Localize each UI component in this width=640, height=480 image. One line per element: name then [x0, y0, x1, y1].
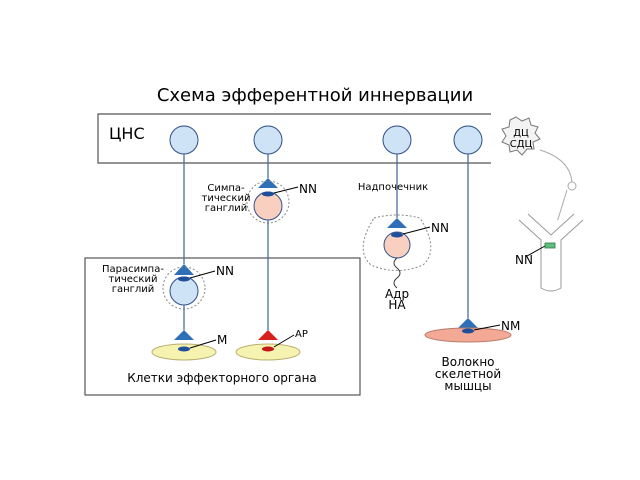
muscle-label-line3: мышцы — [444, 379, 491, 393]
receptor-label-nn-parasympathetic: NN — [216, 264, 234, 278]
receptor-label-nm: NM — [501, 319, 520, 333]
receptor-label-nn-adrenal: NN — [431, 221, 449, 235]
terminal-triangle — [174, 264, 194, 275]
terminal-triangle-adrenergic — [258, 330, 278, 340]
parasympathetic-pathway: NN Парасимпа- тический ганглий M — [102, 125, 234, 361]
sympathetic-ganglion-label-line3: ганглий — [205, 203, 248, 214]
sympathetic-ganglion-label-line1: Симпа- — [207, 183, 245, 194]
nn-receptor — [391, 232, 403, 238]
adrenal-outline — [362, 214, 432, 271]
parasympathetic-ganglion-label-line2: тический — [109, 274, 158, 285]
receptor-label-nn-right: NN — [515, 253, 533, 267]
effector-cell — [235, 343, 301, 361]
dc-sdc-burst — [501, 116, 541, 156]
cns-neuron-adrenal — [382, 125, 412, 155]
terminal-triangle — [174, 330, 194, 340]
pointer-line — [189, 270, 216, 279]
secretion-wave — [393, 257, 401, 289]
m-receptor — [178, 346, 190, 352]
receptor-label-nn-sympathetic: NN — [299, 182, 317, 196]
adrenoreceptor — [262, 346, 274, 352]
pointer-line — [189, 339, 217, 349]
effector-organ-box — [84, 257, 361, 396]
connector-node — [567, 181, 577, 191]
sympathetic-pathway: NN Симпа- тический ганглий AP — [202, 125, 317, 361]
adrenal-output-line2: НА — [388, 298, 406, 312]
skeletal-muscle-fiber — [424, 327, 512, 343]
cns-neuron-parasympathetic — [169, 125, 199, 155]
connector-curve — [539, 149, 573, 186]
pointer-line — [402, 226, 431, 235]
adrenal-output-line1: Адр — [385, 287, 409, 301]
drug-binding-site — [544, 242, 556, 249]
pointer-line — [273, 186, 299, 194]
sdc-label: СДЦ — [510, 139, 533, 150]
parasympathetic-ganglion-label-line1: Парасимпа- — [102, 264, 164, 275]
adrenal-pathway: Надпочечник NN Адр НА — [358, 125, 449, 312]
pointer-line — [526, 245, 546, 257]
adrenal-label: Надпочечник — [358, 182, 428, 193]
cns-motor-neuron — [453, 125, 483, 155]
dc-label: ДЦ — [513, 128, 529, 139]
receptor-label-m: M — [217, 333, 227, 347]
receptor-tube-inner — [527, 213, 575, 236]
pointer-line — [273, 334, 295, 348]
terminal-triangle — [387, 218, 407, 228]
receptor-tube — [518, 219, 584, 292]
nm-receptor — [462, 328, 474, 334]
receptor-label-ar: AP — [295, 329, 308, 340]
somatic-pathway: NM Волокно скелетной мышцы — [424, 125, 520, 393]
muscle-label-line2: скелетной — [435, 367, 501, 381]
nn-receptor — [262, 191, 274, 197]
cns-neuron-sympathetic — [253, 125, 283, 155]
blocker-section: ДЦ СДЦ NN — [501, 116, 584, 292]
nn-receptor — [178, 276, 190, 282]
effector-organ-label: Клетки эффекторного органа — [127, 371, 317, 385]
diagram-title: Схема эфферентной иннервации — [157, 85, 473, 106]
parasympathetic-ganglion-label-line3: ганглий — [112, 284, 155, 295]
muscle-label-line1: Волокно — [441, 355, 494, 369]
terminal-triangle — [458, 318, 478, 328]
cns-label: ЦНС — [109, 124, 145, 143]
effector-cell — [151, 343, 217, 361]
terminal-triangle — [258, 178, 278, 188]
cns-box — [97, 113, 491, 164]
pointer-line — [473, 324, 501, 331]
sympathetic-ganglion-label-line2: тический — [202, 193, 251, 204]
